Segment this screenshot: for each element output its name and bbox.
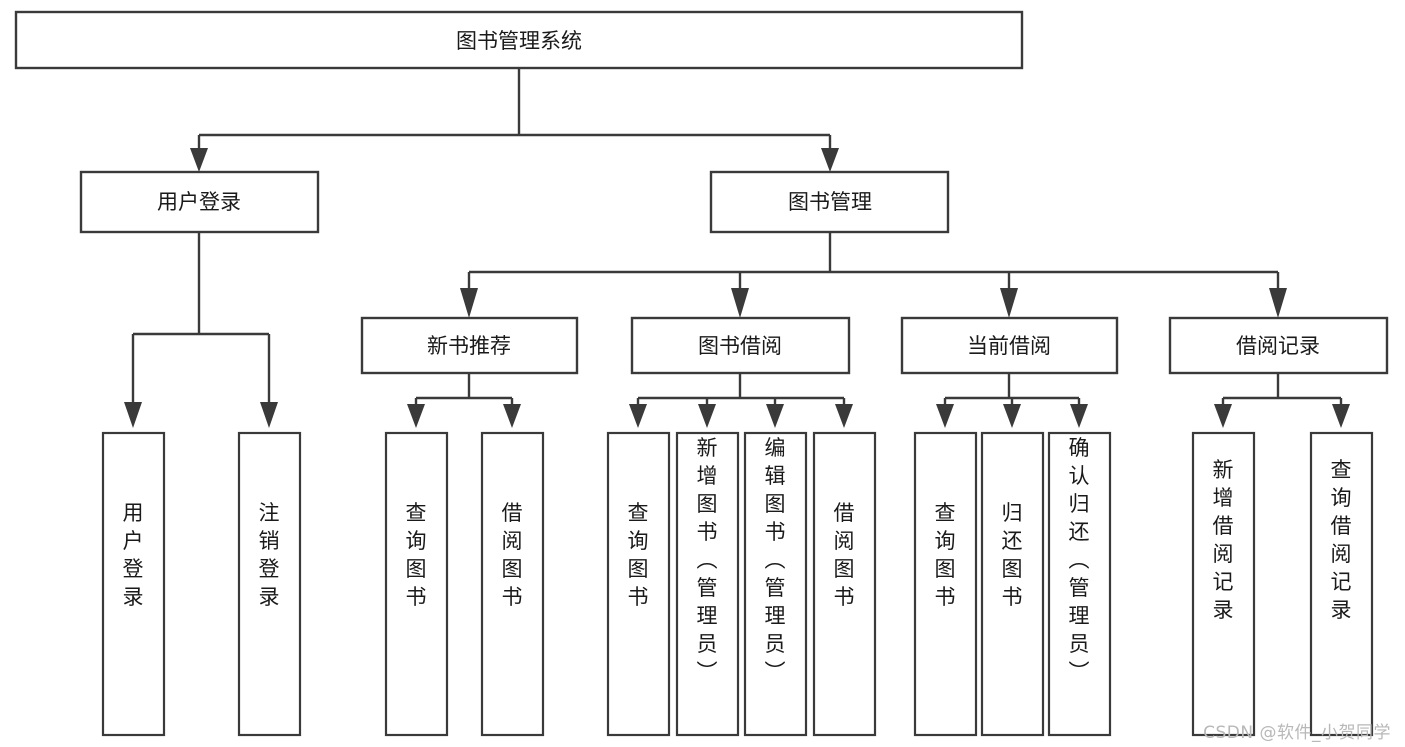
node-book-borrow-box[interactable] [630, 316, 851, 375]
node-borrow-record-box[interactable] [1168, 316, 1389, 375]
node-leaf-edit-book-label: 编辑图书︵管理员︶ [765, 436, 786, 684]
node-user-login-label: 用户登录 [157, 190, 241, 214]
node-leaf-user-logout-box[interactable] [237, 431, 302, 737]
node-borrow-record-label: 借阅记录 [1236, 334, 1320, 358]
node-leaf-user-login-box[interactable] [101, 431, 166, 737]
node-leaf-query-record-box[interactable] [1309, 431, 1374, 737]
node-leaf-user-logout[interactable]: 注销登录 [237, 431, 302, 737]
node-leaf-query-book-3[interactable]: 查询图书 [913, 431, 978, 737]
node-leaf-query-book-1-box[interactable] [384, 431, 449, 737]
node-book-borrow[interactable]: 图书借阅 [630, 316, 851, 375]
node-leaf-return-book-box[interactable] [980, 431, 1045, 737]
node-root-box[interactable] [14, 10, 1024, 70]
node-leaf-add-record[interactable]: 新增借阅记录 [1191, 431, 1256, 737]
node-leaf-return-book[interactable]: 归还图书 [980, 431, 1045, 737]
node-leaf-confirm-return-box[interactable] [1047, 431, 1112, 737]
arrow-head-leaf-query-book-3 [936, 404, 954, 428]
arrow-head-leaf-query-book-2 [629, 404, 647, 428]
node-leaf-add-book[interactable]: 新增图书︵管理员︶ [675, 431, 740, 737]
arrow-head-leaf-add-book [698, 404, 716, 428]
node-leaf-add-book-box[interactable] [675, 431, 740, 737]
connector-layer [124, 68, 1350, 428]
arrow-head-leaf-query-book-1 [407, 404, 425, 428]
node-user-login-box[interactable] [79, 170, 320, 234]
node-new-book-recommend-box[interactable] [360, 316, 579, 375]
arrow-head-current-borrow [1000, 288, 1018, 318]
arrow-head-leaf-user-login [124, 402, 142, 428]
node-leaf-query-book-1[interactable]: 查询图书 [384, 431, 449, 737]
node-leaf-borrow-book-1[interactable]: 借阅图书 [480, 431, 545, 737]
node-leaf-add-record-box[interactable] [1191, 431, 1256, 737]
node-root[interactable]: 图书管理系统 [14, 10, 1024, 70]
node-book-borrow-label: 图书借阅 [698, 334, 782, 358]
node-leaf-add-record-label: 新增借阅记录 [1213, 458, 1234, 622]
arrow-head-leaf-return-book [1003, 404, 1021, 428]
node-leaf-borrow-book-2-label: 借阅图书 [834, 501, 855, 609]
node-new-book-recommend-label: 新书推荐 [427, 334, 511, 358]
node-leaf-query-book-2[interactable]: 查询图书 [606, 431, 671, 737]
arrow-head-leaf-confirm-return [1070, 404, 1088, 428]
node-leaf-query-book-1-label: 查询图书 [406, 501, 427, 609]
node-root-label: 图书管理系统 [456, 29, 582, 53]
node-borrow-record[interactable]: 借阅记录 [1168, 316, 1389, 375]
node-current-borrow-box[interactable] [900, 316, 1119, 375]
node-leaf-confirm-return-label: 确认归还︵管理员︶ [1069, 436, 1090, 684]
node-leaf-return-book-label: 归还图书 [1002, 501, 1023, 609]
node-book-manage-box[interactable] [709, 170, 950, 234]
arrow-head-leaf-user-logout [260, 402, 278, 428]
node-leaf-query-book-3-box[interactable] [913, 431, 978, 737]
node-leaf-user-login-label: 用户登录 [123, 501, 144, 609]
arrow-head-leaf-edit-book [766, 404, 784, 428]
arrow-head-book-manage [821, 148, 839, 172]
node-current-borrow[interactable]: 当前借阅 [900, 316, 1119, 375]
node-book-manage-label: 图书管理 [788, 190, 872, 214]
node-leaf-user-login[interactable]: 用户登录 [101, 431, 166, 737]
node-leaf-query-record[interactable]: 查询借阅记录 [1309, 431, 1374, 737]
node-leaf-add-book-label: 新增图书︵管理员︶ [697, 436, 718, 684]
arrow-head-leaf-borrow-book-1 [503, 404, 521, 428]
node-leaf-borrow-book-1-box[interactable] [480, 431, 545, 737]
node-leaf-query-book-3-label: 查询图书 [935, 501, 956, 609]
arrow-head-book-borrow [731, 288, 749, 318]
node-current-borrow-label: 当前借阅 [967, 334, 1051, 358]
node-leaf-user-logout-label: 注销登录 [259, 501, 280, 609]
node-leaf-query-book-2-box[interactable] [606, 431, 671, 737]
node-leaf-borrow-book-2-box[interactable] [812, 431, 877, 737]
arrow-head-user-login [190, 148, 208, 172]
node-user-login[interactable]: 用户登录 [79, 170, 320, 234]
node-leaf-edit-book-box[interactable] [743, 431, 808, 737]
node-new-book-recommend[interactable]: 新书推荐 [360, 316, 579, 375]
node-leaf-query-book-2-label: 查询图书 [628, 501, 649, 609]
arrow-head-leaf-add-record [1214, 404, 1232, 428]
node-leaf-borrow-book-2[interactable]: 借阅图书 [812, 431, 877, 737]
arrow-head-borrow-record [1269, 288, 1287, 318]
node-book-manage[interactable]: 图书管理 [709, 170, 950, 234]
node-leaf-confirm-return[interactable]: 确认归还︵管理员︶ [1047, 431, 1112, 737]
arrow-head-leaf-query-record [1332, 404, 1350, 428]
node-leaf-borrow-book-1-label: 借阅图书 [502, 501, 523, 609]
arrow-head-leaf-borrow-book-2 [835, 404, 853, 428]
node-leaf-query-record-label: 查询借阅记录 [1331, 458, 1352, 622]
arrow-head-new-book-recommend [460, 288, 478, 318]
node-leaf-edit-book[interactable]: 编辑图书︵管理员︶ [743, 431, 808, 737]
